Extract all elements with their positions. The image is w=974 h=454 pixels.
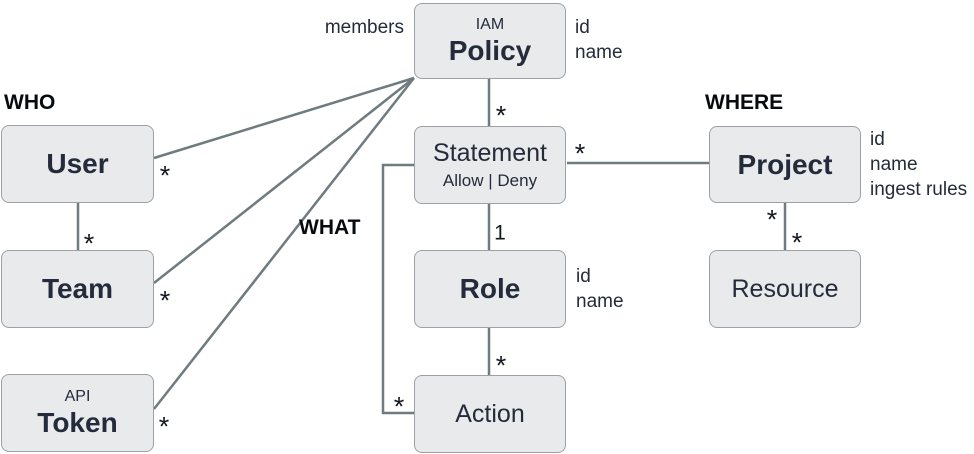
heading-who: WHO [4, 91, 56, 114]
multiplicity-statement-role: 1 [494, 221, 506, 245]
multiplicity-role-action: * [495, 350, 507, 381]
policy-attributes: id name [575, 15, 623, 65]
entity-project: Project [709, 126, 861, 203]
edge-policy-team [153, 77, 415, 284]
entity-resource: Resource [709, 250, 861, 328]
project-attribute: id [870, 129, 885, 150]
entity-statement-subtitle: Allow | Deny [442, 170, 538, 190]
project-attribute: ingest rules [870, 179, 968, 200]
entity-user: User [1, 125, 154, 203]
entity-role: Role [414, 250, 566, 328]
multiplicity-statement-project: * [574, 138, 586, 169]
role-attribute: id [576, 266, 591, 287]
multiplicity-policy-team: * [159, 285, 171, 316]
entity-team-title: Team [41, 273, 114, 305]
multiplicity-policy-user: * [159, 160, 171, 191]
entity-token-kicker: API [64, 388, 91, 406]
edge-policy-user [153, 76, 415, 160]
entity-statement-title: Statement [433, 138, 547, 167]
multiplicity-user-team: * [83, 228, 95, 259]
edge-policy-token [153, 77, 415, 410]
multiplicity-policy-token: * [158, 411, 170, 442]
entity-resource-title: Resource [731, 275, 839, 303]
entity-policy-kicker: IAM [475, 16, 505, 34]
entity-role-title: Role [459, 273, 521, 305]
entity-statement: Statement Allow | Deny [414, 126, 566, 204]
role-attributes: id name [576, 264, 624, 314]
entity-user-title: User [46, 148, 109, 180]
entity-policy-title: Policy [448, 34, 532, 66]
policy-attribute: name [575, 42, 623, 63]
entity-policy: IAM Policy [414, 3, 566, 79]
multiplicity-project-resource-upper: * [766, 204, 778, 235]
edge-label-members: members [324, 17, 404, 38]
policy-attribute: id [575, 17, 590, 38]
heading-what: WHAT [299, 216, 361, 239]
multiplicity-project-resource-lower: * [791, 227, 803, 258]
edge-what-bracket [381, 163, 414, 415]
role-attribute: name [576, 291, 624, 312]
entity-project-title: Project [737, 148, 833, 180]
multiplicity-what-action: * [393, 391, 405, 422]
entity-team: Team [1, 250, 154, 328]
entity-action: Action [414, 375, 566, 453]
entity-token-title: Token [37, 406, 118, 438]
multiplicity-policy-statement: * [495, 100, 507, 131]
project-attribute: name [870, 154, 918, 175]
entity-action-title: Action [455, 400, 525, 428]
entity-token: API Token [1, 374, 154, 452]
project-attributes: id name ingest rules [870, 127, 967, 202]
heading-where: WHERE [705, 91, 784, 114]
